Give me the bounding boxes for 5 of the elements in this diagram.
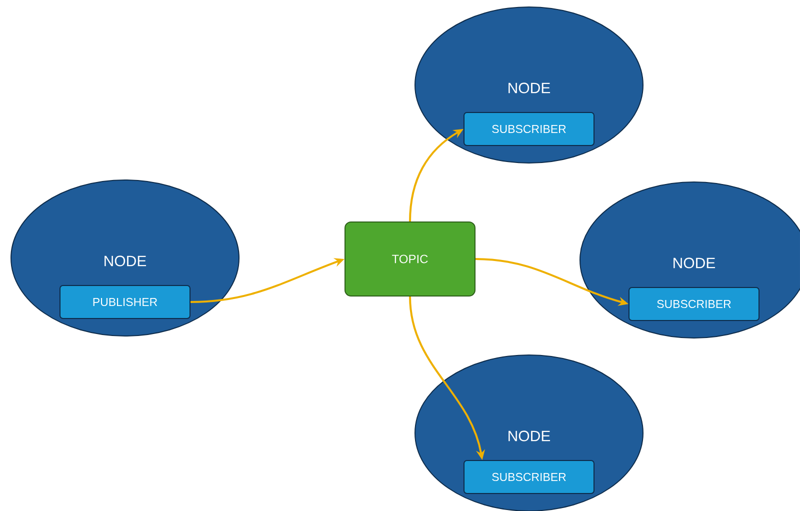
role-box: SUBSCRIBER	[464, 460, 594, 494]
role-box: SUBSCRIBER	[464, 112, 594, 146]
role-box: SUBSCRIBER	[628, 287, 760, 321]
topic-box: TOPIC	[344, 221, 476, 296]
role-box: PUBLISHER	[60, 285, 190, 319]
